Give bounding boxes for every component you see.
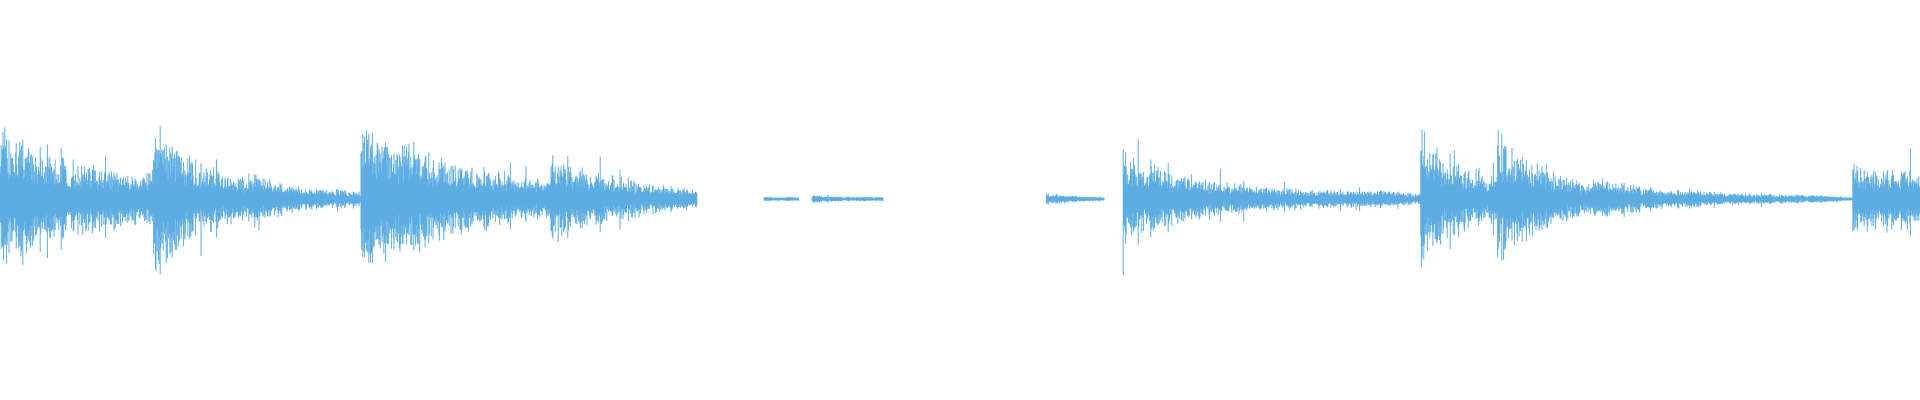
- waveform-trace: [0, 125, 1920, 276]
